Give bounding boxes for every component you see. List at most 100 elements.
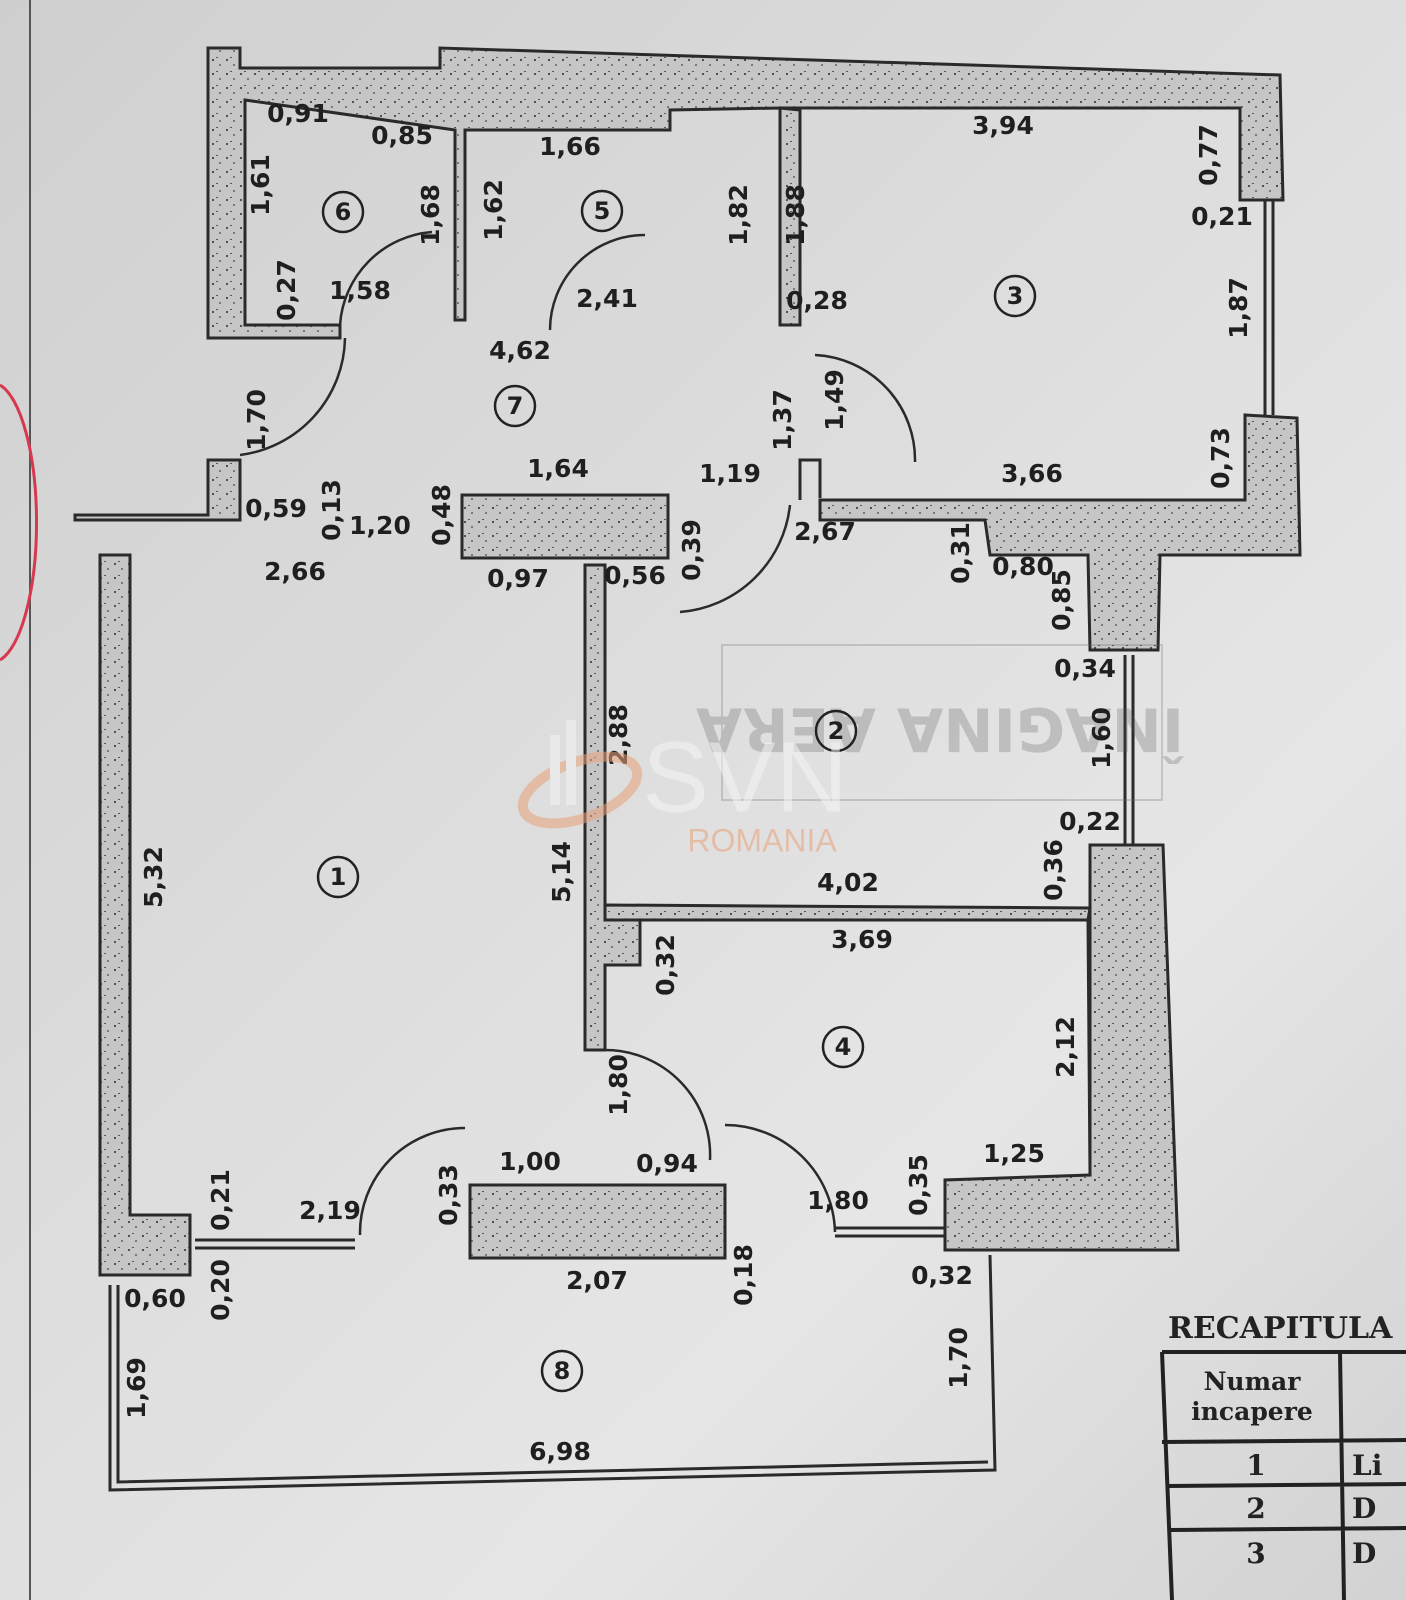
dimension-label: 2,07 bbox=[566, 1266, 628, 1295]
recap-row-name: Li bbox=[1352, 1449, 1382, 1482]
room-circle bbox=[493, 384, 537, 428]
dimension-label: 3,66 bbox=[1001, 459, 1063, 488]
dimension-label: 1,20 bbox=[349, 511, 411, 540]
dimension-label: 0,56 bbox=[604, 561, 666, 590]
room-number-6: 6 bbox=[321, 190, 365, 234]
dimension-label: 0,20 bbox=[206, 1259, 235, 1321]
room-circle bbox=[821, 1025, 865, 1069]
dimension-label: 1,00 bbox=[499, 1147, 561, 1176]
dimension-label: 1,88 bbox=[781, 184, 810, 246]
dimension-label: 1,68 bbox=[416, 184, 445, 246]
room-number-3: 3 bbox=[993, 274, 1037, 318]
room-number-4: 4 bbox=[821, 1025, 865, 1069]
dimension-label: 1,80 bbox=[604, 1054, 633, 1116]
dimension-label: 1,69 bbox=[122, 1357, 151, 1419]
dimension-label: 5,14 bbox=[547, 841, 576, 903]
dimension-label: 0,85 bbox=[371, 121, 433, 150]
dimension-label: 1,19 bbox=[699, 459, 761, 488]
dimension-label: 0,48 bbox=[427, 484, 456, 546]
room-number-7: 7 bbox=[493, 384, 537, 428]
walls bbox=[73, 46, 1302, 1277]
recap-row-number: 1 bbox=[1246, 1449, 1265, 1482]
dimension-label: 1,80 bbox=[807, 1186, 869, 1215]
room-number-1: 1 bbox=[316, 855, 360, 899]
dimension-label: 0,21 bbox=[206, 1169, 235, 1231]
stamp-text: ÎNAGINA AERA bbox=[695, 693, 1184, 765]
dimension-label: 2,19 bbox=[299, 1196, 361, 1225]
dimension-label: 1,70 bbox=[944, 1327, 973, 1389]
dimension-label: 0,31 bbox=[946, 522, 975, 584]
room-circle bbox=[316, 855, 360, 899]
dimension-label: 3,94 bbox=[972, 111, 1034, 140]
dimension-label: 1,66 bbox=[539, 132, 601, 161]
room-number: 3 bbox=[1007, 282, 1024, 310]
dimension-label: 0,91 bbox=[267, 99, 329, 128]
dimension-label: 0,33 bbox=[434, 1164, 463, 1226]
dimension-label: 4,02 bbox=[817, 868, 879, 897]
dimension-label: 0,22 bbox=[1059, 807, 1121, 836]
dimension-label: 0,28 bbox=[786, 286, 848, 315]
dimension-label: 0,80 bbox=[992, 552, 1054, 581]
dimension-label: 0,85 bbox=[1047, 569, 1076, 631]
room-number: 8 bbox=[554, 1357, 571, 1385]
watermark-subtitle: ROMANIA bbox=[687, 822, 837, 858]
recap-title: RECAPITULA bbox=[1168, 1311, 1393, 1346]
room-circle bbox=[540, 1349, 584, 1393]
dimension-label: 1,60 bbox=[1087, 707, 1116, 769]
room-number: 5 bbox=[594, 197, 611, 225]
room-number: 4 bbox=[835, 1033, 852, 1061]
recap-row-name: D bbox=[1352, 1537, 1376, 1570]
dimension-label: 0,32 bbox=[651, 934, 680, 996]
room-number-5: 5 bbox=[580, 189, 624, 233]
dimension-label: 1,37 bbox=[768, 389, 797, 451]
dimension-label: 3,69 bbox=[831, 925, 893, 954]
recap-row-name: D bbox=[1352, 1492, 1376, 1525]
dimension-label: 1,64 bbox=[527, 454, 589, 483]
dimension-label: 0,59 bbox=[245, 494, 307, 523]
dimension-label: 1,87 bbox=[1224, 277, 1253, 339]
dimension-label: 0,21 bbox=[1191, 202, 1253, 231]
dimension-label: 0,60 bbox=[124, 1284, 186, 1313]
dimension-label: 0,35 bbox=[904, 1154, 933, 1216]
interior-lines bbox=[108, 200, 1275, 1492]
dimension-label: 1,82 bbox=[724, 184, 753, 246]
watermark-brand: SVN bbox=[642, 721, 848, 833]
room-number: 2 bbox=[828, 717, 845, 745]
dimension-label: 0,97 bbox=[487, 564, 549, 593]
watermark-logo: SVN ROMANIA bbox=[517, 720, 848, 858]
dimension-label: 0,13 bbox=[317, 479, 346, 541]
dimension-label: 0,77 bbox=[1194, 124, 1223, 186]
room-number: 6 bbox=[335, 198, 352, 226]
recap-row-number: 3 bbox=[1246, 1537, 1265, 1570]
dimension-label: 0,18 bbox=[729, 1244, 758, 1306]
dimension-label: 1,62 bbox=[479, 179, 508, 241]
dimension-label: 0,36 bbox=[1039, 839, 1068, 901]
dimension-label: 4,62 bbox=[489, 336, 551, 365]
room-number: 7 bbox=[507, 392, 524, 420]
room-circle bbox=[321, 190, 365, 234]
dimension-label: 1,49 bbox=[820, 369, 849, 431]
dimension-label: 6,98 bbox=[529, 1437, 591, 1466]
room-number: 1 bbox=[330, 863, 347, 891]
dimension-label: 1,61 bbox=[246, 154, 275, 216]
dimension-label: 0,27 bbox=[272, 259, 301, 321]
room-number-2: 2 bbox=[814, 709, 858, 753]
dimension-label: 2,66 bbox=[264, 557, 326, 586]
dimension-label: 2,12 bbox=[1051, 1016, 1080, 1078]
dimension-label: 2,41 bbox=[576, 284, 638, 313]
room-circle bbox=[814, 709, 858, 753]
red-stamp-edge bbox=[0, 383, 39, 662]
room-circle bbox=[993, 274, 1037, 318]
dimension-label: 0,39 bbox=[677, 519, 706, 581]
door-swings bbox=[239, 230, 917, 1236]
dimension-label: 0,94 bbox=[636, 1149, 698, 1178]
dimension-label: 1,25 bbox=[983, 1139, 1045, 1168]
recap-row-number: 2 bbox=[1246, 1492, 1265, 1525]
room-number-8: 8 bbox=[540, 1349, 584, 1393]
dimension-label: 1,70 bbox=[242, 389, 271, 451]
dimension-label: 0,73 bbox=[1206, 427, 1235, 489]
room-circle bbox=[580, 189, 624, 233]
